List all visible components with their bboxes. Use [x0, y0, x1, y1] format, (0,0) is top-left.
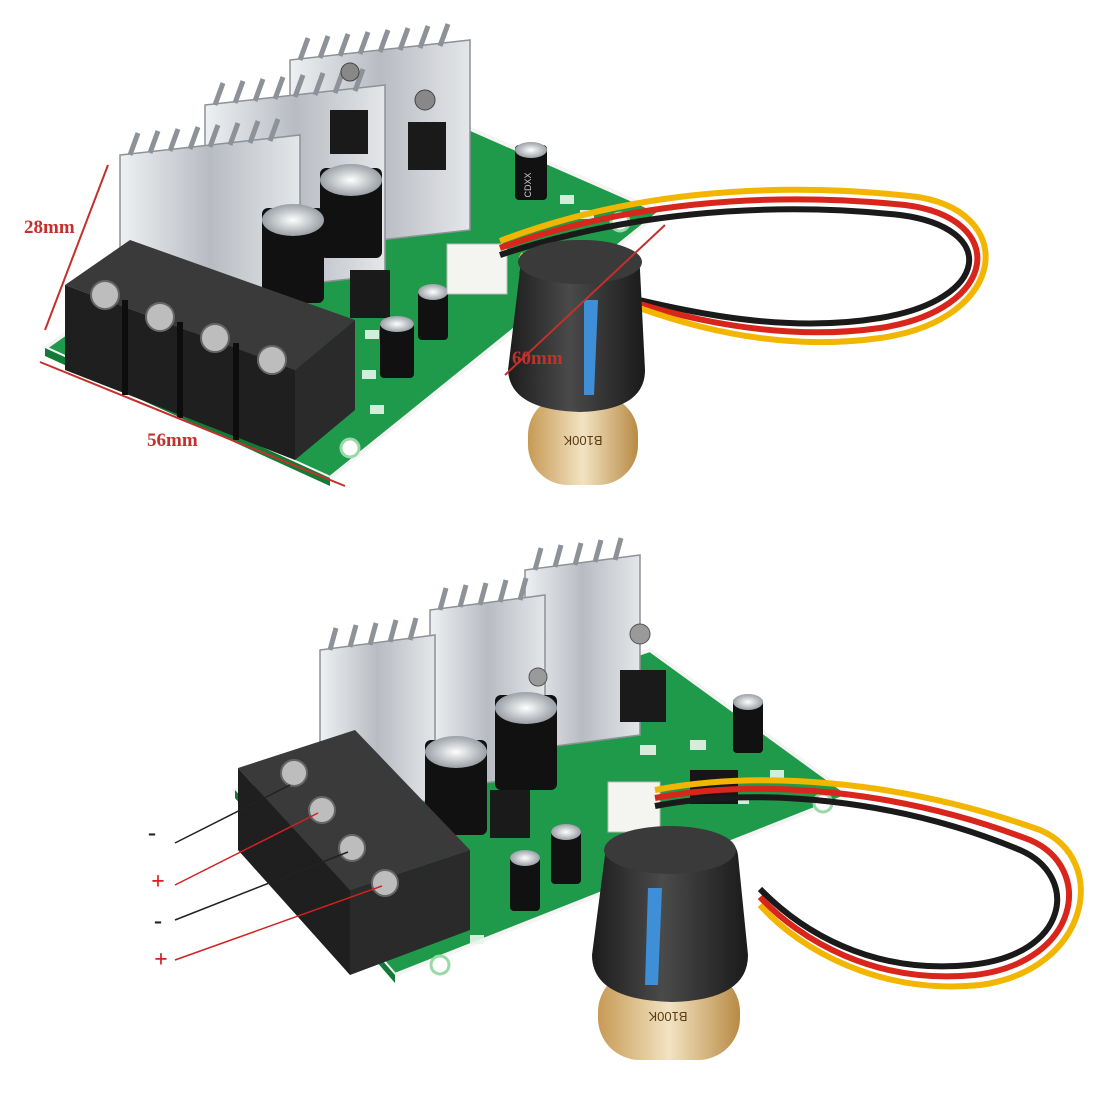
terminal-label-1: -: [148, 820, 156, 846]
capacitors-bottom: [425, 692, 763, 911]
pot-marking-bottom: B100K: [648, 1009, 687, 1024]
potentiometer-top: B100K: [528, 395, 638, 485]
wire-harness-top: [498, 186, 989, 346]
terminal-block-bottom: [238, 730, 470, 975]
dimension-width-label: 56mm: [147, 430, 198, 451]
top-board-photo: CDXX: [24, 23, 989, 487]
terminal-label-3: -: [154, 908, 162, 934]
terminal-label-2: +: [151, 869, 165, 895]
cap-marking: CDXX: [523, 172, 533, 197]
wire-harness-bottom: [654, 777, 1084, 990]
pot-marking: B100K: [563, 433, 602, 448]
terminal-label-4: +: [154, 947, 168, 973]
terminal-block-top: [65, 240, 355, 460]
knob-bottom: [592, 826, 748, 1002]
bottom-board-photo: B100K - + - +: [148, 537, 1084, 1060]
dimension-length-label: 60mm: [512, 348, 563, 369]
dimension-lines: [39, 164, 666, 487]
terminal-callout-lines: [174, 784, 383, 961]
knob-top: [508, 240, 645, 412]
capacitors: CDXX: [262, 142, 547, 378]
dimension-height-label: 28mm: [24, 217, 75, 238]
